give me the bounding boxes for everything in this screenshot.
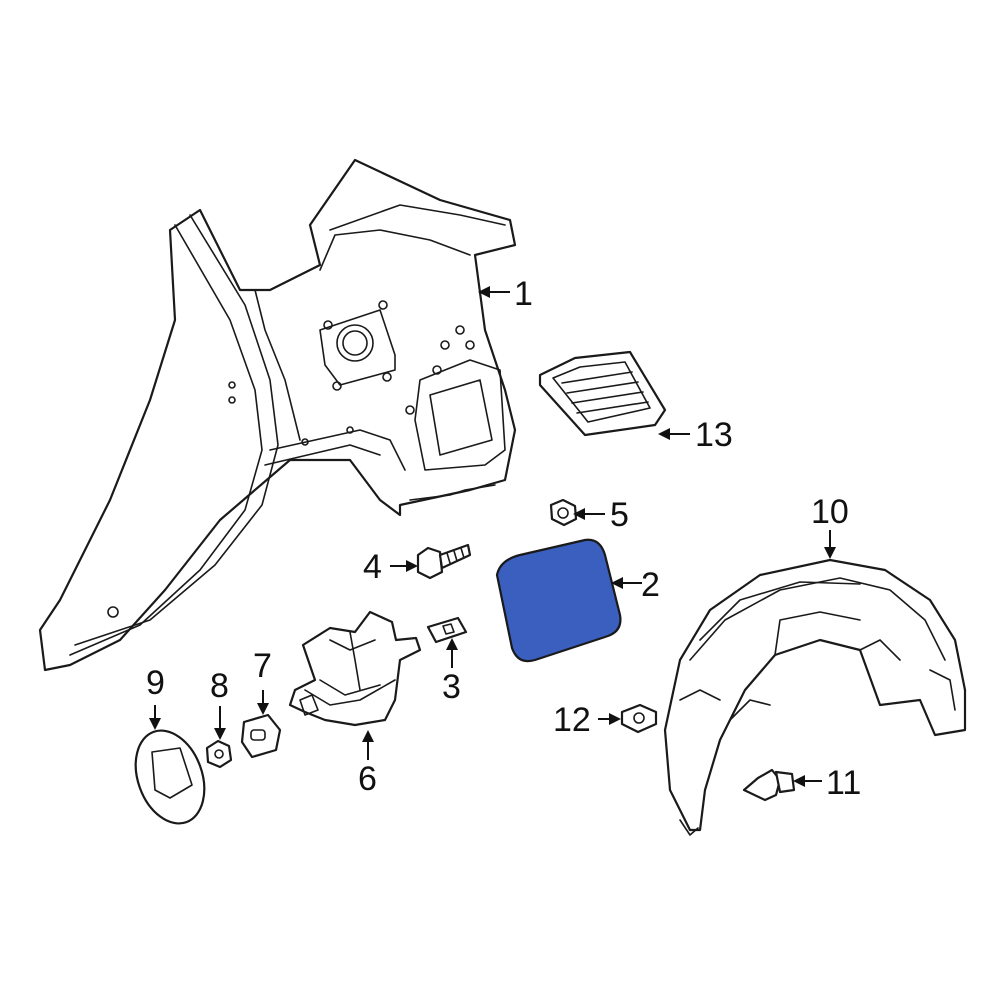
callout-12: 12 bbox=[553, 701, 591, 739]
callout-4: 4 bbox=[363, 548, 382, 586]
part-5-nut[interactable] bbox=[549, 498, 578, 527]
part-4-bolt[interactable] bbox=[416, 543, 472, 580]
part-1-quarter-panel[interactable] bbox=[38, 158, 517, 672]
callout-7: 7 bbox=[253, 647, 272, 685]
leaders bbox=[149, 286, 836, 787]
callout-9: 9 bbox=[146, 664, 165, 702]
part-11-push-pin[interactable] bbox=[742, 768, 796, 802]
callout-3: 3 bbox=[442, 668, 461, 706]
part-13-vent-grille[interactable] bbox=[538, 350, 667, 437]
callout-2: 2 bbox=[641, 566, 660, 604]
part-8-nut[interactable] bbox=[205, 739, 233, 769]
callout-6: 6 bbox=[358, 760, 377, 798]
part-2-fuel-door[interactable] bbox=[495, 538, 622, 663]
callout-labels: 1 2 3 4 5 6 7 8 9 10 11 12 13 bbox=[146, 275, 861, 802]
part-9-fuel-cap[interactable] bbox=[124, 721, 217, 833]
callout-11: 11 bbox=[826, 764, 861, 802]
part-7-grommet[interactable] bbox=[240, 713, 282, 759]
part-10-wheel-liner[interactable] bbox=[663, 558, 967, 836]
callout-10: 10 bbox=[811, 493, 849, 531]
part-3-clip[interactable] bbox=[426, 616, 468, 644]
callout-8: 8 bbox=[210, 667, 229, 705]
callout-13: 13 bbox=[695, 416, 733, 454]
callout-1: 1 bbox=[514, 275, 533, 313]
part-12-clip[interactable] bbox=[620, 703, 658, 734]
part-6-filler-housing[interactable] bbox=[288, 610, 422, 727]
callout-5: 5 bbox=[610, 496, 629, 534]
